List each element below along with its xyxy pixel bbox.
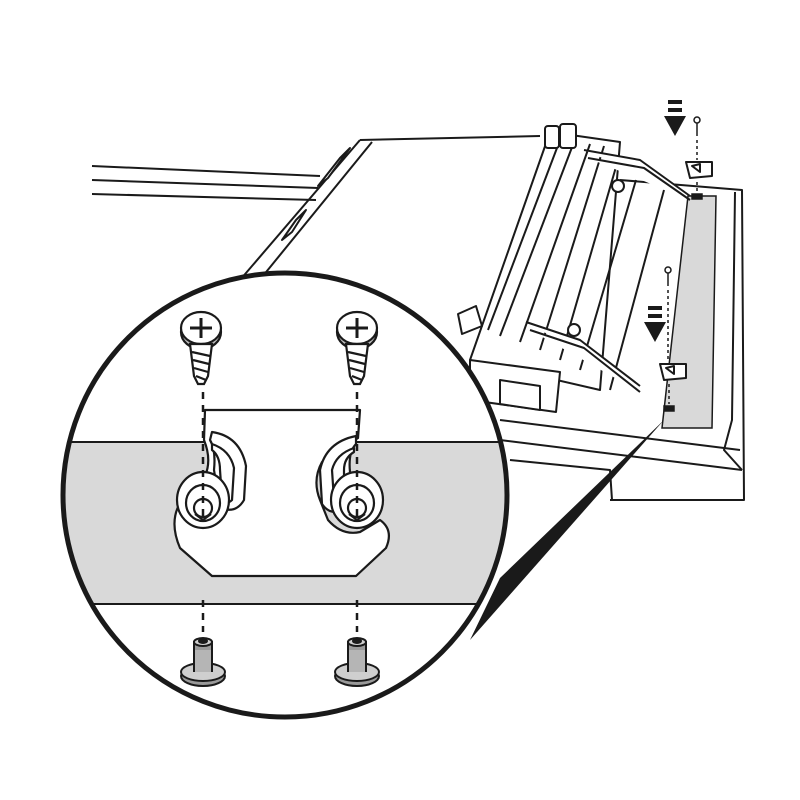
detail-circle-outline [60, 270, 510, 720]
side-panel [610, 179, 745, 501]
down-arrow-icon [644, 306, 666, 342]
rail-b [499, 141, 575, 337]
rail-f [579, 179, 637, 371]
notch-1 [317, 147, 351, 187]
lower-sill [499, 419, 741, 451]
roof-edge-inner [257, 141, 373, 283]
end-cap-bottom [457, 305, 483, 335]
small-bracket-top [685, 161, 713, 179]
rivet-nut-left [180, 637, 226, 687]
rail-line-3 [91, 193, 317, 201]
tension-rod-top-2 [587, 157, 691, 201]
rail-d [539, 145, 605, 351]
pivot-bottom [567, 323, 581, 337]
callout-wedge [470, 420, 664, 640]
roof-top-edge [359, 135, 541, 141]
cover-assembly [457, 123, 691, 413]
assembly-frame [469, 131, 621, 391]
rail-g [609, 189, 665, 391]
rivet-nut-right [334, 637, 380, 687]
small-screw-mid [664, 266, 672, 362]
rail-line-1 [91, 165, 321, 177]
detail-view [63, 310, 507, 687]
side-panel-curve [723, 191, 743, 471]
rail-c [519, 143, 591, 343]
end-cap-top [544, 125, 560, 149]
down-arrow-icon [664, 100, 686, 136]
pivot-top [611, 179, 625, 193]
vehicle-body [91, 135, 745, 501]
lower-sill-2 [499, 439, 743, 471]
notch-2 [281, 209, 307, 241]
tension-rod-bottom-2 [529, 329, 641, 393]
end-cap-top-2 [559, 123, 577, 149]
screw-right [335, 310, 379, 386]
small-nut-top [691, 182, 703, 200]
roof-edge [239, 139, 361, 281]
channel-strip [661, 195, 717, 429]
lower-panel [509, 459, 613, 501]
roll-box-inner [499, 379, 541, 411]
screw-left [179, 310, 223, 386]
rail-line-2 [91, 179, 319, 189]
small-screw-top [693, 116, 701, 160]
small-bracket-bottom [659, 363, 687, 381]
small-nut-bottom [663, 384, 675, 412]
rail-a [487, 139, 561, 331]
